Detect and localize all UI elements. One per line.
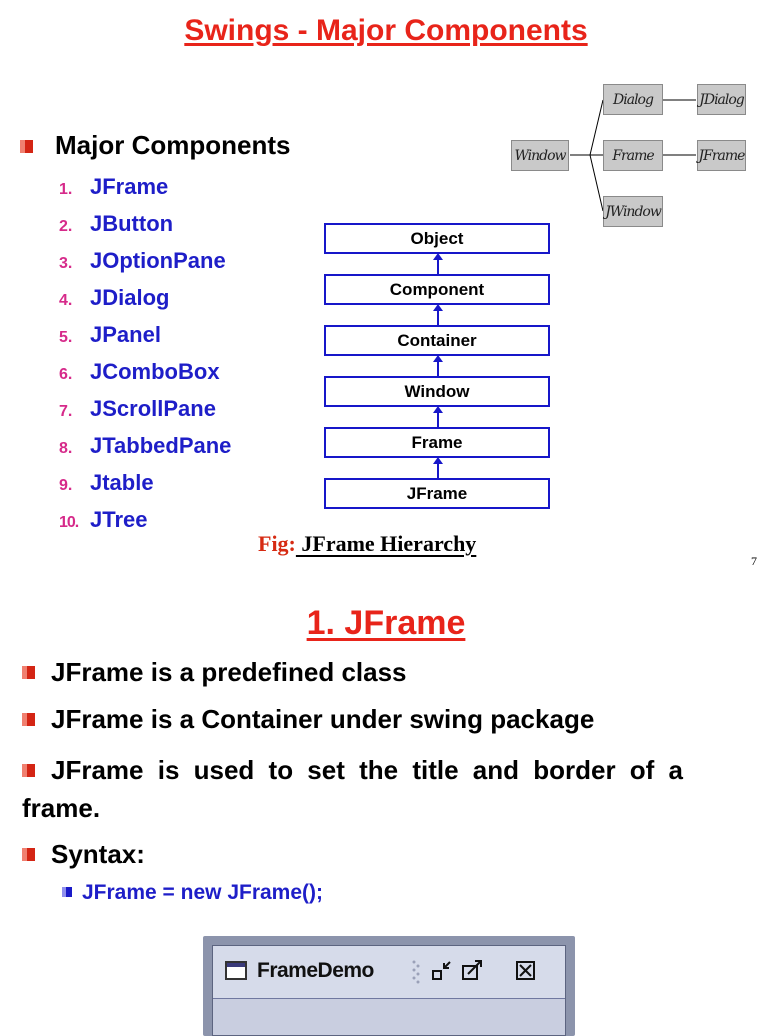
frame-demo-window: FrameDemo <box>203 936 575 1036</box>
list-item: 5. JPanel <box>59 322 231 359</box>
list-label: JDialog <box>90 285 170 310</box>
list-number: 5. <box>59 329 73 346</box>
window-title: FrameDemo <box>257 959 374 982</box>
hierarchy-arrow <box>433 355 443 377</box>
bullet-text: JFrame is a Container under swing packag… <box>51 704 595 734</box>
hierarchy-box-container: Container <box>324 325 550 356</box>
list-label: JTree <box>90 507 148 532</box>
list-item: 4. JDialog <box>59 285 231 322</box>
bullet-point: JFrame is used to set the title and bord… <box>22 751 742 827</box>
bullet-text: JFrame is used to set the title and bord… <box>22 755 684 823</box>
bullet-text: Syntax: <box>51 839 145 869</box>
list-number: 10. <box>59 514 79 531</box>
hierarchy-arrow <box>433 304 443 326</box>
diagram-node-jwindow: JWindow <box>603 196 663 227</box>
connector-line <box>589 99 604 156</box>
syntax-code: JFrame = new JFrame(); <box>62 881 323 905</box>
list-number: 9. <box>59 477 73 494</box>
diagram-node-window: Window <box>511 140 569 171</box>
diagram-node-dialog: Dialog <box>603 84 663 115</box>
list-item: 3. JOptionPane <box>59 248 231 285</box>
window-frame: FrameDemo <box>212 945 566 1036</box>
diagram-node-jdialog: JDialog <box>697 84 746 115</box>
list-item: 2. JButton <box>59 211 231 248</box>
figure-title: JFrame Hierarchy <box>295 531 477 556</box>
list-label: JButton <box>90 211 174 236</box>
figure-label: Fig: <box>258 531 296 556</box>
titlebar-grip-icon <box>412 960 420 984</box>
bullet-text: JFrame is a predefined class <box>51 657 407 687</box>
hierarchy-arrow <box>433 457 443 479</box>
bullet-point: Syntax: <box>22 839 145 870</box>
diagram-node-frame: Frame <box>603 140 663 171</box>
hierarchy-box-jframe: JFrame <box>324 478 550 509</box>
hierarchy-box-object: Object <box>324 223 550 254</box>
window-controls <box>412 960 535 984</box>
slide2-title: 1. JFrame <box>306 604 466 642</box>
sub-bullet-icon <box>62 887 72 897</box>
close-icon <box>516 961 535 980</box>
list-label: JScrollPane <box>90 396 216 421</box>
list-number: 2. <box>59 218 73 235</box>
window-app-icon <box>225 961 247 980</box>
list-number: 8. <box>59 440 73 457</box>
list-label: JPanel <box>90 322 161 347</box>
window-content-area <box>213 999 565 1035</box>
window-titlebar[interactable]: FrameDemo <box>213 946 565 999</box>
hierarchy-box-component: Component <box>324 274 550 305</box>
section-heading: Major Components <box>20 130 290 161</box>
bullet-icon <box>22 764 35 777</box>
list-item: 1. JFrame <box>59 174 231 211</box>
minimize-icon <box>432 961 451 980</box>
hierarchy-arrow <box>433 406 443 428</box>
syntax-text: JFrame = new JFrame(); <box>82 881 324 904</box>
list-label: Jtable <box>90 470 154 495</box>
bullet-icon <box>20 140 33 153</box>
bullet-icon <box>22 713 35 726</box>
list-label: JComboBox <box>90 359 220 384</box>
page-number: 7 <box>751 554 757 568</box>
section-heading-text: Major Components <box>55 130 291 160</box>
list-item: 7. JScrollPane <box>59 396 231 433</box>
bullet-icon <box>22 666 35 679</box>
list-number: 4. <box>59 292 73 309</box>
list-item: 9. Jtable <box>59 470 231 507</box>
hierarchy-box-frame: Frame <box>324 427 550 458</box>
list-number: 1. <box>59 181 73 198</box>
list-label: JOptionPane <box>90 248 226 273</box>
list-label: JTabbedPane <box>90 433 232 458</box>
figure-caption: Fig: JFrame Hierarchy <box>258 531 476 557</box>
hierarchy-box-window: Window <box>324 376 550 407</box>
connector-line <box>589 154 604 212</box>
list-item: 6. JComboBox <box>59 359 231 396</box>
maximize-icon <box>462 960 482 980</box>
bullet-point: JFrame is a predefined class <box>22 657 407 688</box>
list-label: JFrame <box>90 174 169 199</box>
list-number: 6. <box>59 366 73 383</box>
bullet-point: JFrame is a Container under swing packag… <box>22 704 594 735</box>
list-item: 10. JTree <box>59 507 231 544</box>
hierarchy-arrow <box>433 253 443 275</box>
window-diagram-connectors <box>570 99 696 212</box>
component-list: 1. JFrame 2. JButton 3. JOptionPane 4. JDial… <box>59 174 231 544</box>
slide-title: Swings - Major Components <box>184 14 588 47</box>
list-number: 3. <box>59 255 73 272</box>
bullet-icon <box>22 848 35 861</box>
diagram-node-jframe: JFrame <box>697 140 746 171</box>
list-number: 7. <box>59 403 73 420</box>
list-item: 8. JTabbedPane <box>59 433 231 470</box>
